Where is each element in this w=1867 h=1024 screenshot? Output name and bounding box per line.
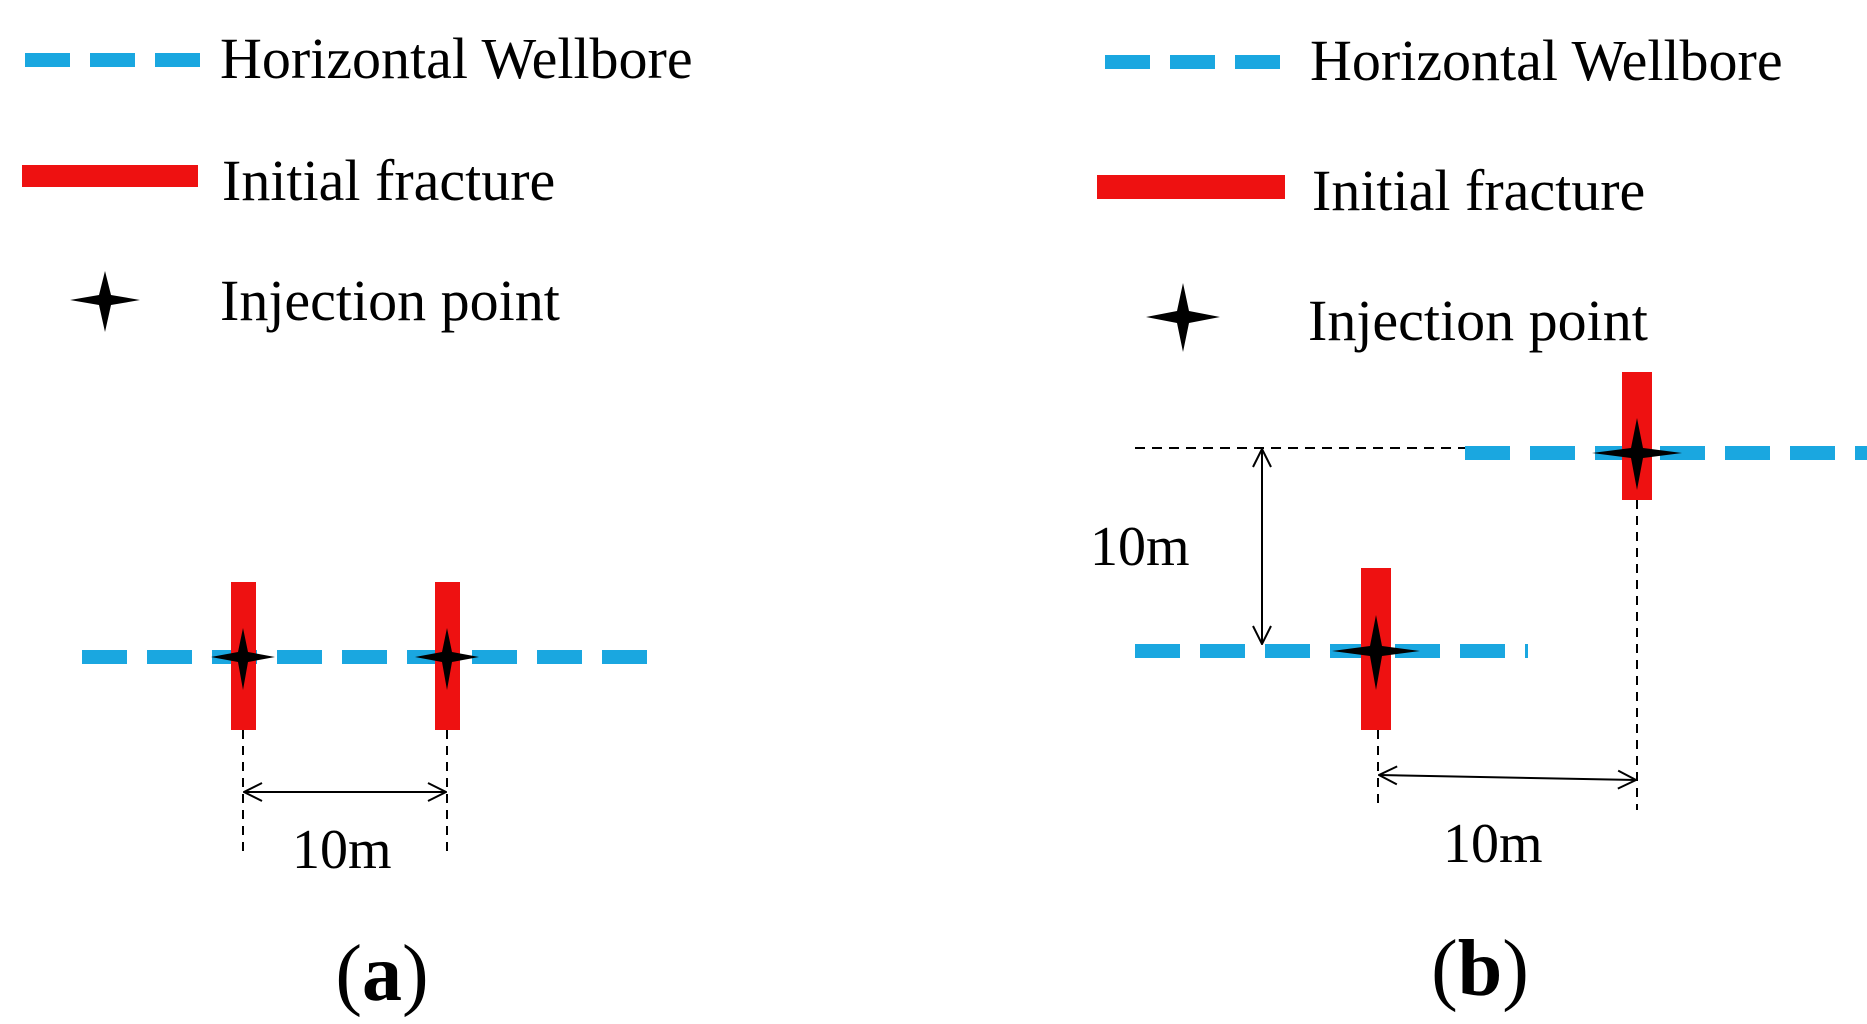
legend-injection-label: Injection point	[220, 268, 560, 333]
panel-a: Horizontal Wellbore Initial fracture Inj…	[22, 26, 693, 1018]
legend-wellbore-label: Horizontal Wellbore	[1310, 28, 1783, 93]
four-point-star-icon	[1332, 615, 1420, 690]
legend-a: Horizontal Wellbore Initial fracture Inj…	[22, 26, 693, 333]
spacing-label-a: 10m	[292, 819, 392, 881]
horizontal-offset-label: 10m	[1443, 813, 1543, 875]
four-point-star-icon	[1592, 418, 1682, 490]
four-point-star-icon	[70, 271, 140, 332]
legend-fracture-label: Initial fracture	[1312, 158, 1645, 223]
legend-fracture-swatch	[1097, 175, 1285, 199]
panel-label-b: (b)	[1431, 925, 1529, 1013]
legend-injection-label: Injection point	[1308, 288, 1648, 353]
four-point-star-icon	[415, 628, 479, 690]
legend-wellbore-label: Horizontal Wellbore	[220, 26, 693, 91]
panel-label-a: (a)	[335, 930, 428, 1018]
legend-fracture-label: Initial fracture	[222, 148, 555, 213]
vertical-offset-label: 10m	[1090, 516, 1190, 578]
horizontal-offset-arrow	[1379, 775, 1636, 780]
legend-fracture-swatch	[22, 165, 198, 187]
legend-b: Horizontal Wellbore Initial fracture Inj…	[1097, 28, 1783, 353]
panel-b: Horizontal Wellbore Initial fracture Inj…	[1090, 28, 1867, 1013]
four-point-star-icon	[211, 628, 275, 690]
four-point-star-icon	[1146, 283, 1220, 352]
